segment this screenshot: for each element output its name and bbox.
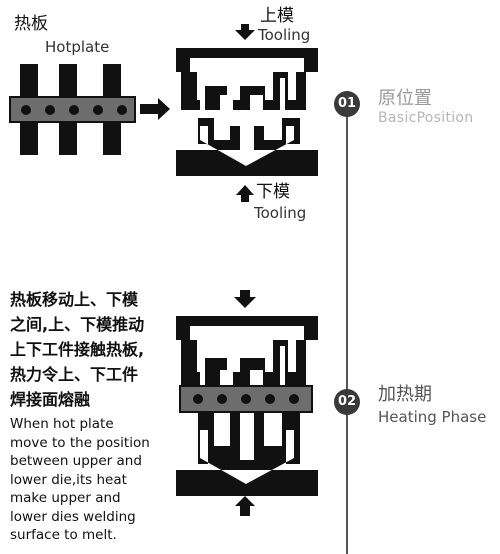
lower-tooling-shape-2 (176, 412, 318, 496)
upper-tooling-label-en: Tooling (258, 26, 311, 44)
lower-tooling-shape (176, 118, 318, 176)
step-number-badge-2: 02 (334, 389, 360, 415)
step-title-en: BasicPosition (378, 110, 474, 126)
description-cn: 热板移动上、下模 之间,上、下模推动 上下工件接触热板, 热力令上、下工件 焊接… (10, 290, 145, 409)
description-en: When hot plate move to the position betw… (10, 416, 150, 543)
upper-tooling-shape (176, 48, 318, 110)
hotplate-label-cn: 热板 (14, 14, 48, 34)
upper-tooling-shape-2 (176, 316, 318, 386)
down-arrow-icon (235, 24, 255, 40)
hotplate-label-en: Hotplate (45, 38, 110, 56)
step-title-en-2: Heating Phase (378, 408, 487, 426)
lower-tooling-label-en: Tooling (254, 204, 307, 222)
up-arrow-icon (236, 185, 254, 202)
step-number-badge: 01 (334, 91, 360, 117)
upper-tooling-label-cn: 上模 (260, 6, 294, 26)
down-arrow-icon-2 (234, 290, 256, 308)
hotplate-shape (9, 64, 136, 155)
lower-tooling-label-cn: 下模 (256, 182, 290, 202)
right-arrow-icon (140, 98, 170, 120)
up-arrow-icon-2 (235, 496, 255, 516)
step-title-cn: 原位置 (378, 88, 432, 109)
hotplate-shape-2 (179, 385, 313, 413)
step-title-cn-2: 加热期 (378, 384, 432, 405)
